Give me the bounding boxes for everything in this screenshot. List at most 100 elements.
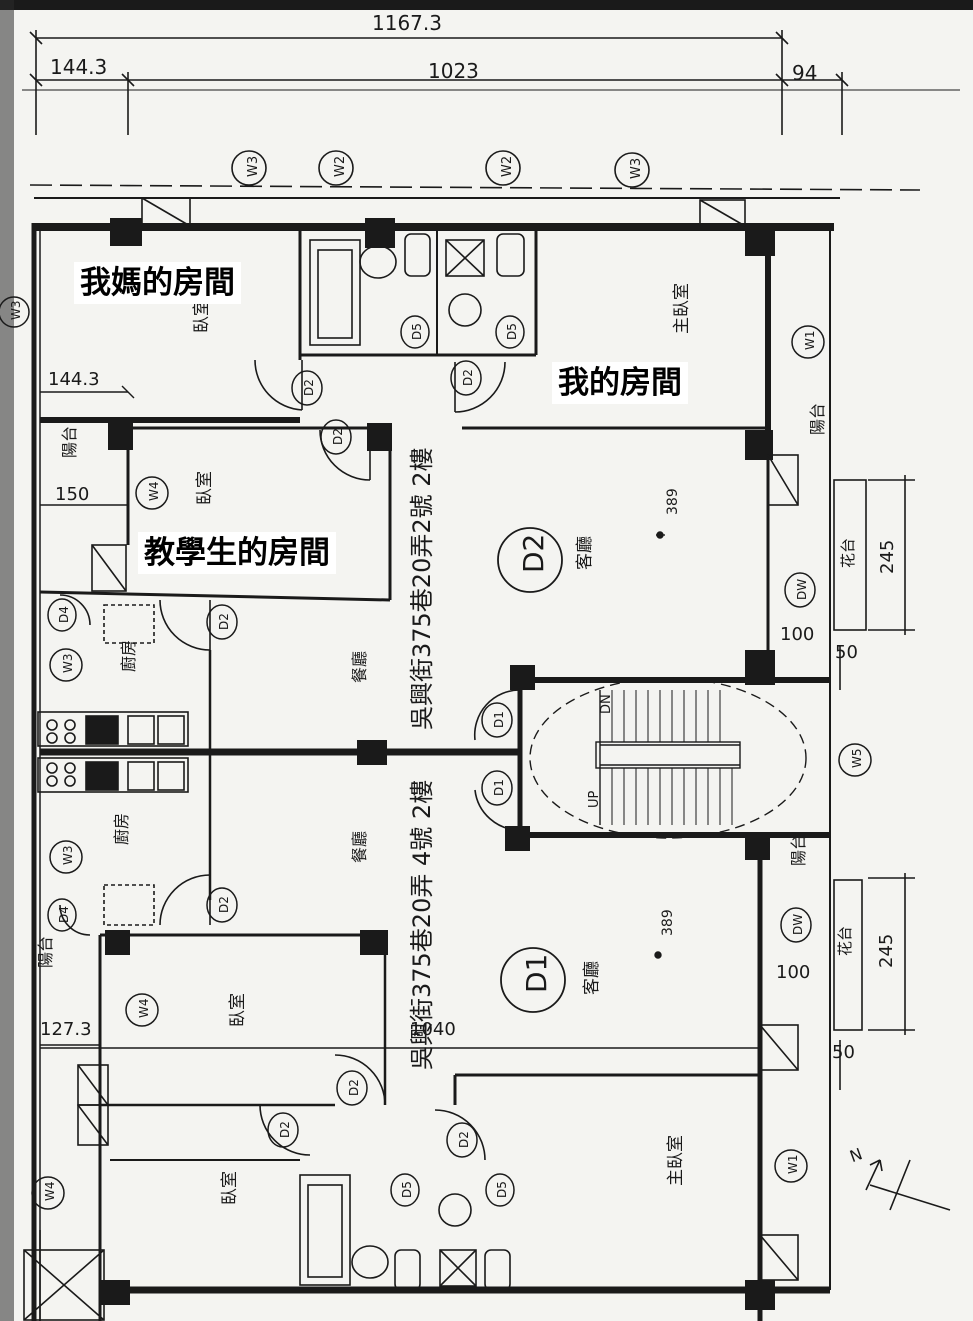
svg-text:W3: W3 bbox=[9, 301, 23, 321]
svg-text:D5: D5 bbox=[410, 323, 424, 340]
svg-text:W3: W3 bbox=[629, 158, 644, 179]
svg-text:D2: D2 bbox=[331, 428, 345, 445]
svg-text:W5: W5 bbox=[850, 749, 864, 769]
svg-text:D1: D1 bbox=[520, 954, 553, 993]
dimension-lines bbox=[22, 30, 960, 191]
dim-balcony-127: 127.3 bbox=[40, 1019, 92, 1040]
door-tag-dw-top: DW bbox=[784, 572, 816, 608]
annotation-mom-room: 我媽的房間 bbox=[74, 262, 241, 304]
room-label-balcony-top-right: 陽台 bbox=[808, 403, 827, 435]
door-tag-d2-master: D2 bbox=[450, 360, 482, 396]
columns bbox=[100, 218, 775, 1310]
door-tag-d2-bath-bottom: D2 bbox=[267, 1112, 299, 1148]
dim-overall: 1167.3 bbox=[372, 11, 442, 35]
scan-edge-top bbox=[0, 0, 973, 10]
room-label-living-bottom: 客廳 bbox=[582, 961, 602, 995]
door-tag-d5-b: D5 bbox=[495, 315, 525, 349]
dim-elev-389-top: 389 bbox=[665, 488, 681, 515]
window-tag-w3-left-top: W3 bbox=[0, 296, 30, 328]
room-label-planter-bottom: 花台 bbox=[836, 926, 854, 956]
svg-text:W3: W3 bbox=[61, 846, 75, 866]
door-tag-d2-bed-bottom: D2 bbox=[336, 1070, 368, 1106]
door-tag-d2-kitchen-top: D2 bbox=[206, 604, 238, 640]
stair-up-label: UP bbox=[587, 790, 602, 808]
room-label-planter-top: 花台 bbox=[839, 538, 857, 568]
room-label-living-top: 客廳 bbox=[575, 536, 595, 570]
door-tag-d4-bottom: D4 bbox=[47, 898, 77, 932]
dim-planter-245-bottom: 245 bbox=[876, 934, 897, 968]
annotation-my-room: 我的房間 bbox=[552, 362, 688, 404]
annotation-student-room: 教學生的房間 bbox=[138, 532, 336, 574]
svg-text:D5: D5 bbox=[400, 1181, 414, 1198]
window-tag-w1-top: W1 bbox=[791, 325, 825, 359]
window-tag-w5: W5 bbox=[838, 743, 872, 777]
door-tag-d1-bottom: D1 bbox=[481, 770, 513, 806]
window-tag-w4-left-bottom: W4 bbox=[31, 1176, 65, 1210]
svg-text:DW: DW bbox=[795, 579, 809, 600]
svg-text:W3: W3 bbox=[61, 654, 75, 674]
dim-right: 94 bbox=[792, 61, 817, 85]
svg-text:D2: D2 bbox=[461, 369, 475, 386]
room-label-bedroom-study: 臥室 bbox=[195, 471, 215, 505]
svg-text:D4: D4 bbox=[57, 906, 71, 923]
svg-text:D1: D1 bbox=[492, 711, 506, 728]
window-frames bbox=[23, 197, 799, 1321]
door-tag-d5-d: D5 bbox=[485, 1173, 515, 1207]
window-tag-w3-b: W3 bbox=[614, 152, 650, 188]
room-label-balcony-top-left: 陽台 bbox=[60, 426, 79, 458]
door-tag-d2-kitchen-bottom: D2 bbox=[206, 887, 238, 923]
door-tag-d4-top: D4 bbox=[47, 598, 77, 632]
svg-text:W4: W4 bbox=[43, 1182, 57, 1202]
door-tag-d2-study: D2 bbox=[320, 419, 352, 455]
svg-text:D5: D5 bbox=[495, 1181, 509, 1198]
svg-text:D2: D2 bbox=[302, 379, 316, 396]
window-tag-w3-a: W3 bbox=[231, 150, 267, 186]
svg-text:D2: D2 bbox=[278, 1121, 292, 1138]
dim-balcony-150: 150 bbox=[55, 484, 89, 505]
window-tag-w3-kitchen-bottom: W3 bbox=[49, 840, 83, 874]
bathroom-fixtures-lower bbox=[299, 1174, 511, 1291]
room-label-kitchen-bottom: 廚房 bbox=[112, 813, 131, 845]
window-tag-w4-top: W4 bbox=[135, 476, 169, 510]
dim-ledge-100-bottom: 100 bbox=[776, 962, 810, 983]
svg-text:D2: D2 bbox=[457, 1131, 471, 1148]
door-tag-d2-mom: D2 bbox=[291, 370, 323, 406]
handwritten-address-bottom: 吳興街375巷20弄 4號 2樓 bbox=[408, 780, 436, 1070]
dim-middle: 1023 bbox=[428, 59, 479, 83]
unit-tag-top: D2 bbox=[497, 527, 563, 593]
door-tag-d5-a: D5 bbox=[400, 315, 430, 349]
window-tag-w3-kitchen-top: W3 bbox=[49, 648, 83, 682]
planters bbox=[40, 475, 915, 1090]
room-label-master-top: 主臥室 bbox=[672, 283, 692, 334]
interior-dimension-marks bbox=[40, 385, 665, 959]
room-label-balcony-bottom-right: 陽台 bbox=[789, 834, 808, 866]
dim-gap-50-top: 50 bbox=[835, 642, 858, 663]
svg-text:D2: D2 bbox=[517, 534, 550, 573]
dim-gap-50-bottom: 50 bbox=[832, 1042, 855, 1063]
door-swings bbox=[59, 359, 521, 1161]
room-label-dining-bottom: 餐廳 bbox=[350, 831, 369, 863]
svg-text:W2: W2 bbox=[333, 156, 348, 177]
room-label-bedroom-bottom: 臥室 bbox=[228, 993, 248, 1027]
svg-text:D2: D2 bbox=[217, 896, 231, 913]
scan-edge-left bbox=[0, 0, 14, 1321]
svg-text:D2: D2 bbox=[347, 1079, 361, 1096]
room-label-balcony-bottom-left: 陽台 bbox=[36, 936, 55, 968]
room-label-dining-top: 餐廳 bbox=[350, 651, 369, 683]
room-label-bedroom-mom: 臥室 bbox=[192, 299, 212, 333]
svg-text:W4: W4 bbox=[147, 482, 161, 502]
svg-text:W4: W4 bbox=[137, 999, 151, 1019]
room-label-kitchen-top: 廚房 bbox=[119, 640, 138, 672]
svg-text:D2: D2 bbox=[217, 613, 231, 630]
window-tag-w1-bottom: W1 bbox=[774, 1149, 808, 1183]
dim-planter-245-top: 245 bbox=[877, 540, 898, 574]
svg-text:D5: D5 bbox=[505, 323, 519, 340]
staircase bbox=[529, 677, 807, 839]
svg-text:W2: W2 bbox=[500, 156, 515, 177]
window-tag-w2-b: W2 bbox=[485, 150, 521, 186]
bathroom-fixtures-upper bbox=[309, 233, 525, 346]
dim-elev-389-bottom: 389 bbox=[660, 909, 676, 936]
door-tag-d1-top: D1 bbox=[481, 702, 513, 738]
